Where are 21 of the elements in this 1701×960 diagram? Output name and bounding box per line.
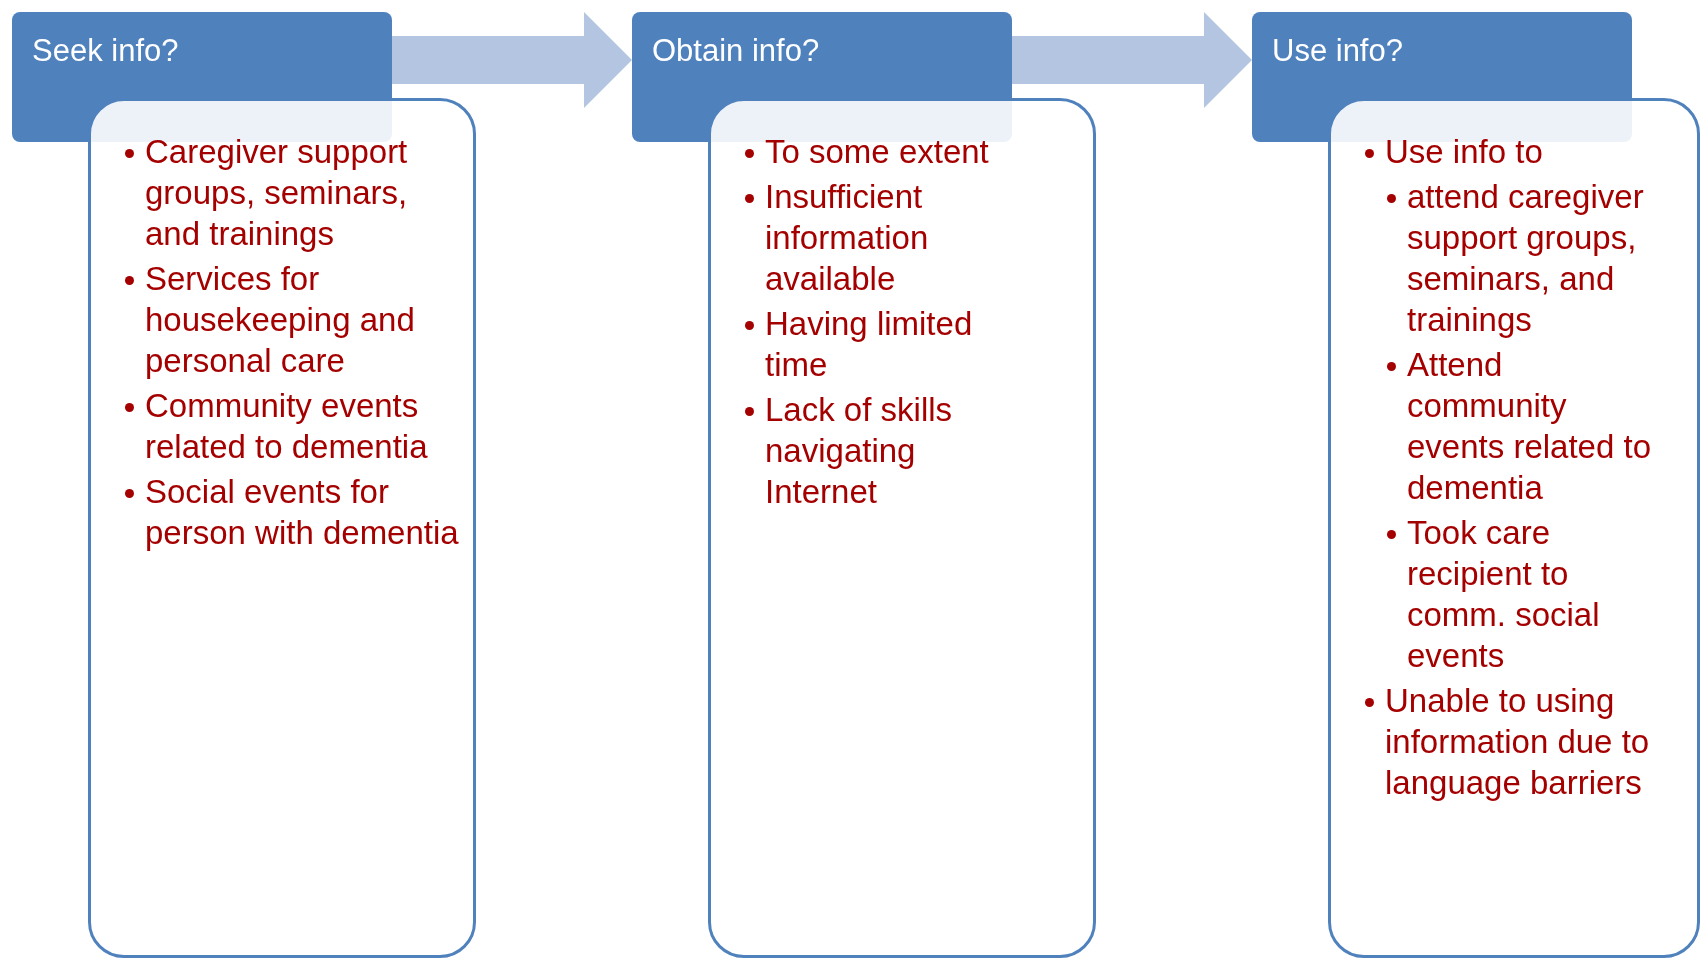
- bullet-text: Having limited time: [765, 304, 974, 385]
- content-box: [1328, 98, 1700, 958]
- bullet-text: Unable to using information due to language barriers: [1385, 681, 1651, 803]
- bullet-text: Services for housekeeping and personal care: [145, 259, 416, 381]
- bullet-text: Attend community events related to dementia: [1407, 345, 1652, 508]
- header-text: Use info?: [1272, 32, 1404, 70]
- bullet-text: Caregiver support groups, seminars, and trainings: [145, 132, 409, 254]
- bullet-text: Community events related to dementia: [145, 386, 429, 467]
- block-arrow: [1012, 12, 1252, 108]
- bullet-text: attend caregiver support groups, seminars, and trainings: [1407, 177, 1645, 340]
- bullet-text: Use info to: [1385, 132, 1543, 172]
- header-text: Seek info?: [32, 32, 180, 70]
- bullet-text: To some extent: [765, 132, 989, 172]
- content-box: [88, 98, 476, 958]
- bullet-text: Took care recipient to comm. social events: [1407, 513, 1601, 676]
- content-box: [708, 98, 1096, 958]
- bullet-text: Lack of skills navigating Internet: [765, 390, 954, 512]
- block-arrow: [392, 12, 632, 108]
- header-text: Obtain info?: [652, 32, 821, 70]
- bullet-text: Social events for person with dementia: [145, 472, 460, 553]
- bullet-text: Insufficient information available: [765, 177, 930, 299]
